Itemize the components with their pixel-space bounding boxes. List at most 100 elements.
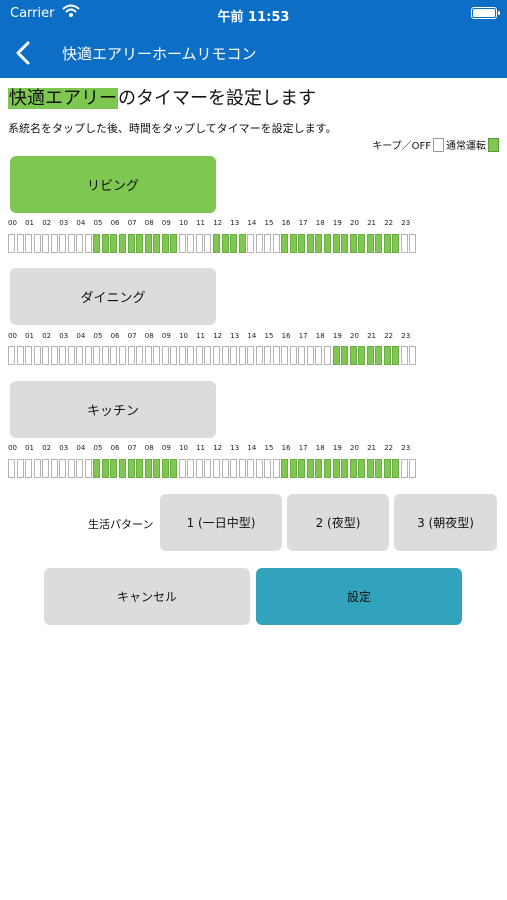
timer-slot[interactable] — [281, 459, 289, 478]
timer-slot[interactable] — [170, 346, 178, 365]
pattern-button-1[interactable]: 1 (一日中型) — [160, 494, 282, 551]
timer-slot[interactable] — [230, 234, 238, 253]
timer-slot[interactable] — [76, 234, 84, 253]
timer-slot[interactable] — [332, 234, 340, 253]
timer-slot[interactable] — [400, 459, 408, 478]
timer-slot[interactable] — [42, 234, 50, 253]
timer-slot[interactable] — [264, 346, 272, 365]
timer-slot[interactable] — [136, 459, 144, 478]
timer-slot[interactable] — [144, 346, 152, 365]
timer-slot[interactable] — [358, 346, 366, 365]
timer-slot[interactable] — [127, 346, 135, 365]
back-chevron-icon[interactable] — [10, 39, 38, 67]
timer-slot[interactable] — [76, 346, 84, 365]
timer-slot[interactable] — [33, 234, 41, 253]
timer-slot[interactable] — [76, 459, 84, 478]
timer-slot[interactable] — [178, 459, 186, 478]
timer-slot[interactable] — [383, 346, 391, 365]
room-button-kitchen[interactable]: キッチン — [10, 381, 216, 438]
set-button[interactable]: 設定 — [256, 568, 462, 625]
timer-slot[interactable] — [59, 346, 67, 365]
timer-slot[interactable] — [315, 459, 323, 478]
timer-slot[interactable] — [247, 346, 255, 365]
timer-slot[interactable] — [42, 459, 50, 478]
timer-slot[interactable] — [349, 459, 357, 478]
timer-slot[interactable] — [170, 459, 178, 478]
timer-slot[interactable] — [255, 346, 263, 365]
timer-slot[interactable] — [264, 459, 272, 478]
timer-slot[interactable] — [358, 459, 366, 478]
timer-slot[interactable] — [409, 346, 417, 365]
timer-slot[interactable] — [375, 346, 383, 365]
timer-slot[interactable] — [67, 459, 75, 478]
timer-slot[interactable] — [392, 459, 400, 478]
timer-slot[interactable] — [306, 234, 314, 253]
timer-slot[interactable] — [187, 234, 195, 253]
timer-slot[interactable] — [323, 234, 331, 253]
timer-slot[interactable] — [221, 346, 229, 365]
timer-slot[interactable] — [323, 346, 331, 365]
timer-slot[interactable] — [409, 234, 417, 253]
timer-slot[interactable] — [383, 459, 391, 478]
timer-slot[interactable] — [281, 346, 289, 365]
timer-slot[interactable] — [221, 459, 229, 478]
timer-slot[interactable] — [332, 346, 340, 365]
timer-slot[interactable] — [366, 459, 374, 478]
timer-slot[interactable] — [238, 459, 246, 478]
timer-slot[interactable] — [272, 234, 280, 253]
timer-slot[interactable] — [204, 346, 212, 365]
timer-slot[interactable] — [221, 234, 229, 253]
timer-slot[interactable] — [212, 234, 220, 253]
timer-slot[interactable] — [67, 346, 75, 365]
timer-slot[interactable] — [25, 346, 33, 365]
timer-slot[interactable] — [127, 234, 135, 253]
timer-slot[interactable] — [16, 234, 24, 253]
timer-slot[interactable] — [332, 459, 340, 478]
timer-slot[interactable] — [25, 234, 33, 253]
timer-slot[interactable] — [341, 346, 349, 365]
timer-slot[interactable] — [153, 346, 161, 365]
timer-slot[interactable] — [144, 459, 152, 478]
timer-slot[interactable] — [84, 346, 92, 365]
timer-slot[interactable] — [315, 346, 323, 365]
timer-slot[interactable] — [33, 346, 41, 365]
timer-slot[interactable] — [264, 234, 272, 253]
timer-slot[interactable] — [298, 234, 306, 253]
timer-slot[interactable] — [341, 234, 349, 253]
timer-slot[interactable] — [84, 459, 92, 478]
timer-slot[interactable] — [375, 459, 383, 478]
timer-slot[interactable] — [375, 234, 383, 253]
timer-slot[interactable] — [93, 234, 101, 253]
timer-slot[interactable] — [93, 346, 101, 365]
timer-slot[interactable] — [212, 459, 220, 478]
timer-slot[interactable] — [50, 459, 58, 478]
timer-slot[interactable] — [101, 346, 109, 365]
timer-slot[interactable] — [392, 234, 400, 253]
timer-slot[interactable] — [110, 234, 118, 253]
timer-slot[interactable] — [323, 459, 331, 478]
timer-slot[interactable] — [195, 234, 203, 253]
timer-slot[interactable] — [341, 459, 349, 478]
timer-slot[interactable] — [110, 459, 118, 478]
timer-slot[interactable] — [136, 346, 144, 365]
pattern-button-3[interactable]: 3 (朝夜型) — [394, 494, 497, 551]
timer-slot[interactable] — [298, 459, 306, 478]
timer-slot[interactable] — [289, 459, 297, 478]
timer-slot[interactable] — [153, 459, 161, 478]
timer-slot[interactable] — [178, 346, 186, 365]
timer-slot[interactable] — [153, 234, 161, 253]
timer-slot[interactable] — [25, 459, 33, 478]
timer-slot[interactable] — [50, 346, 58, 365]
timer-slot[interactable] — [409, 459, 417, 478]
timer-slot[interactable] — [230, 346, 238, 365]
timer-slot[interactable] — [238, 346, 246, 365]
timer-slot[interactable] — [247, 234, 255, 253]
timer-slot[interactable] — [298, 346, 306, 365]
timer-slot[interactable] — [101, 234, 109, 253]
timer-slot[interactable] — [178, 234, 186, 253]
timer-slot[interactable] — [272, 346, 280, 365]
timer-slot[interactable] — [230, 459, 238, 478]
timer-slot[interactable] — [59, 234, 67, 253]
timer-slot[interactable] — [349, 346, 357, 365]
timer-slot[interactable] — [59, 459, 67, 478]
